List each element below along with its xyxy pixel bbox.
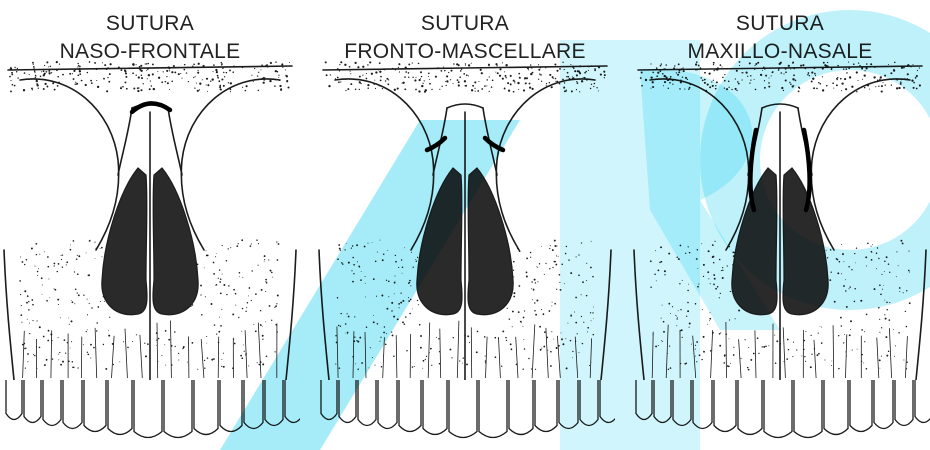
right-nasal-bone [168,108,182,175]
nasion [762,104,798,108]
left-nasal-bone [118,108,132,175]
tooth [24,380,41,423]
left-maxilla [319,250,329,380]
tooth [738,380,762,435]
tooth [874,380,893,429]
tooth [285,380,300,423]
tooth [535,380,557,432]
tooth [824,380,848,435]
left-orbit [335,79,434,250]
tooth [134,380,162,438]
right-maxilla [601,250,611,380]
title-line-1: SUTURA [315,10,615,38]
title-line-2: MAXILLO-NASALE [630,38,930,66]
teeth-row [636,380,930,438]
tooth [378,380,397,429]
tooth [194,380,218,435]
right-orbit [811,79,910,250]
panel-maxillo-nasale: SUTURA MAXILLO-NASALE [630,0,930,450]
tooth [794,380,822,438]
tooth [399,380,421,432]
tooth [714,380,736,432]
left-maxilla [634,250,644,380]
tooth [84,380,106,432]
tooth [6,380,22,420]
tooth [108,380,132,435]
right-orbit [181,79,280,250]
teeth-row [6,380,300,438]
tooth [449,380,477,438]
right-maxilla [286,250,296,380]
tooth [321,380,337,420]
tooth [43,380,61,426]
panel-title: SUTURA MAXILLO-NASALE [630,10,930,66]
skull-illustration [0,0,300,450]
tooth [673,380,691,426]
nasion [447,104,483,108]
left-maxilla [4,250,14,380]
left-nasal-cavity [417,168,462,315]
tooth [358,380,376,426]
left-nasal-cavity [102,168,147,315]
tooth [850,380,872,432]
tooth [895,380,913,426]
right-nasal-cavity [468,168,513,315]
right-nasal-cavity [783,168,828,315]
panel-title: SUTURA FRONTO-MASCELLARE [315,10,615,66]
teeth-row [321,380,615,438]
skull-illustration [630,0,930,450]
tooth [244,380,263,429]
tooth [509,380,533,435]
title-line-2: NASO-FRONTALE [0,38,300,66]
tooth [693,380,712,429]
title-line-1: SUTURA [630,10,930,38]
tooth [915,380,930,423]
right-orbit [496,79,595,250]
tooth [654,380,671,423]
left-orbit [650,79,749,250]
tooth [265,380,283,426]
tooth [600,380,615,423]
tooth [580,380,598,426]
title-line-2: FRONTO-MASCELLARE [315,38,615,66]
tooth [559,380,578,429]
tooth [764,380,792,438]
panel-naso-frontale: SUTURA NASO-FRONTALE [0,0,300,450]
tooth [339,380,356,423]
tooth [479,380,507,438]
panel-title: SUTURA NASO-FRONTALE [0,10,300,66]
title-line-1: SUTURA [0,10,300,38]
tooth [636,380,652,420]
left-nasal-cavity [732,168,777,315]
tooth [423,380,447,435]
tooth [164,380,192,438]
naso-frontal-suture [132,103,170,112]
right-nasal-cavity [153,168,198,315]
left-orbit [20,79,119,250]
skull-illustration [315,0,615,450]
right-maxilla [916,250,926,380]
panel-fronto-mascellare: SUTURA FRONTO-MASCELLARE [315,0,615,450]
tooth [220,380,242,432]
tooth [63,380,82,429]
